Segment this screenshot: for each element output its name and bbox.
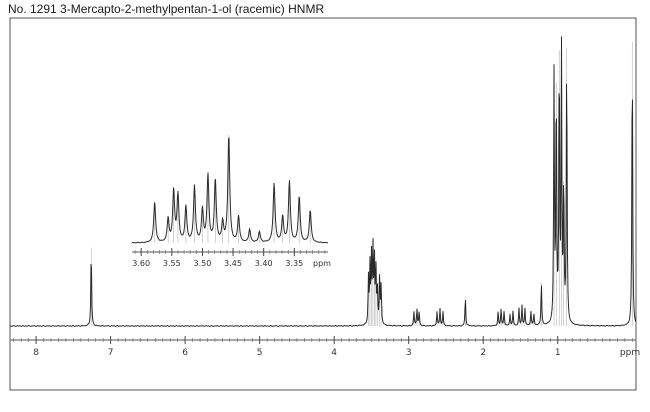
- inset-tick-label: 3.50: [194, 259, 212, 268]
- main-tick-label: 5: [257, 348, 263, 358]
- main-tick-label: 2: [480, 348, 486, 358]
- main-unit-label: ppm: [620, 348, 640, 358]
- inset-tick-label: 3.45: [224, 259, 242, 268]
- inset-tick-label: 3.60: [132, 259, 150, 268]
- main-tick-label: 6: [182, 348, 188, 358]
- main-tick-label: 4: [331, 348, 337, 358]
- chart-title: No. 1291 3-Mercapto-2-methylpentan-1-ol …: [8, 2, 325, 16]
- main-tick-label: 1: [555, 348, 561, 358]
- main-tick-label: 3: [406, 348, 412, 358]
- inset-tick-label: 3.40: [255, 259, 273, 268]
- inset-x-axis: 3.60 3.55 3.50 3.45 3.40 3.35 ppm: [132, 248, 331, 268]
- inset-unit-label: ppm: [313, 259, 331, 268]
- main-x-axis: 8 7 6 5 4 3 2 1 ppm: [10, 336, 640, 358]
- main-tick-label: 7: [108, 348, 114, 358]
- main-spectrum-trace: [10, 36, 637, 327]
- main-tick-label: 8: [33, 348, 39, 358]
- plot-frame: [9, 17, 637, 391]
- inset-tick-label: 3.55: [163, 259, 181, 268]
- inset-spectrum-trace: [131, 137, 329, 244]
- inset-peak-marks: [154, 135, 311, 243]
- main-peak-marks: [90, 41, 633, 326]
- inset-tick-label: 3.35: [285, 259, 303, 268]
